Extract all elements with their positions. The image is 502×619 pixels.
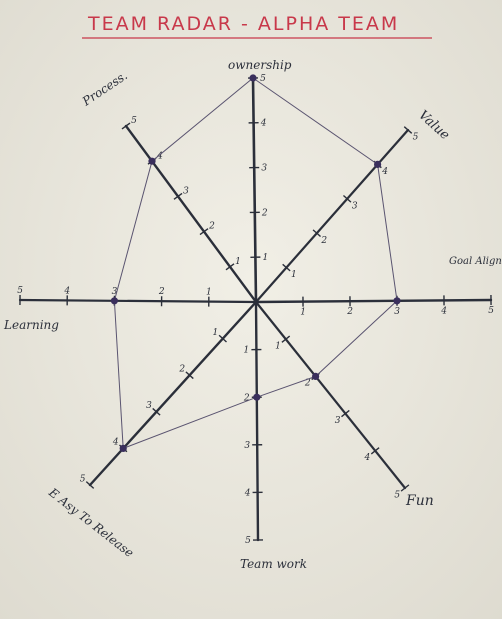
tick-label-learning-1: 1: [206, 288, 212, 298]
tick-label-fun-2: 2: [304, 379, 311, 389]
tick-label-goal-3: 3: [394, 307, 400, 317]
axis-label-learning: Learning: [3, 318, 59, 332]
score-point-teamwork: [253, 393, 261, 401]
tick-fun-5: [400, 484, 410, 492]
tick-label-release-3: 3: [146, 401, 152, 411]
tick-label-process-3: 3: [183, 186, 189, 196]
tick-label-process-5: 5: [131, 116, 137, 126]
score-point-release: [119, 444, 127, 452]
tick-label-release-1: 1: [213, 328, 219, 338]
tick-fun-3: [341, 409, 350, 418]
tick-label-process-1: 1: [235, 257, 241, 267]
tick-release-5: [85, 481, 95, 489]
tick-release-1: [218, 334, 227, 343]
tick-process-1: [225, 263, 235, 271]
tick-process-2: [199, 228, 209, 236]
tick-label-goal-4: 4: [440, 306, 447, 316]
tick-label-learning-2: 2: [158, 287, 165, 297]
tick-value-3: [342, 194, 352, 203]
tick-label-ownership-5: 5: [260, 74, 266, 84]
tick-label-goal-5: 5: [488, 306, 494, 316]
score-point-process: [148, 157, 156, 165]
score-point-learning: [110, 297, 118, 305]
tick-label-learning-3: 3: [112, 287, 118, 297]
axis-line-release: [88, 300, 258, 487]
axis-label-fun: Fun: [405, 493, 434, 509]
tick-label-teamwork-3: 3: [244, 441, 250, 451]
tick-label-goal-1: 1: [300, 308, 306, 318]
tick-fun-1: [281, 335, 291, 343]
tick-label-value-5: 5: [413, 133, 419, 143]
tick-value-2: [312, 229, 322, 238]
tick-label-learning-5: 5: [17, 286, 23, 296]
tick-label-ownership-1: 1: [263, 253, 269, 263]
axis-line-teamwork: [254, 300, 260, 542]
tick-label-release-5: 5: [80, 474, 86, 484]
score-point-value: [374, 160, 382, 168]
tick-label-ownership-3: 3: [261, 163, 267, 173]
tick-label-release-2: 2: [178, 364, 185, 374]
tick-label-fun-5: 5: [394, 490, 400, 500]
tick-label-release-4: 4: [112, 438, 119, 448]
tick-label-fun-1: 1: [275, 341, 281, 351]
score-point-goal: [393, 297, 401, 305]
tick-label-value-2: 2: [320, 236, 327, 246]
tick-value-5: [403, 126, 413, 134]
tick-process-3: [173, 192, 183, 200]
tick-label-learning-4: 4: [63, 286, 70, 296]
tick-label-goal-2: 2: [346, 307, 353, 317]
tick-label-value-3: 3: [352, 201, 358, 211]
tick-release-3: [152, 407, 161, 416]
axis-line-fun: [254, 300, 407, 490]
axis-label-ownership: ownership: [228, 58, 292, 72]
tick-release-2: [185, 371, 194, 380]
points-layer: [110, 74, 401, 452]
axis-line-ownership: [251, 76, 258, 304]
tick-label-ownership-2: 2: [261, 208, 268, 218]
axis-label-teamwork: Team work: [240, 557, 307, 571]
axes-layer: [18, 76, 493, 542]
score-point-ownership: [249, 74, 257, 82]
chart-title: TEAM RADAR - ALPHA TEAM: [87, 13, 399, 35]
tick-label-fun-3: 3: [335, 416, 341, 426]
tick-label-value-4: 4: [381, 167, 388, 177]
axis-line-value: [254, 128, 410, 304]
axis-line-goal: [254, 298, 493, 304]
axis-line-process: [124, 124, 258, 304]
tick-label-teamwork-1: 1: [244, 346, 250, 356]
score-point-fun: [312, 372, 320, 380]
tick-label-process-4: 4: [156, 151, 163, 161]
axis-line-learning: [18, 298, 258, 304]
tick-label-teamwork-4: 4: [244, 488, 251, 498]
tick-label-fun-4: 4: [364, 453, 371, 463]
tick-label-ownership-4: 4: [260, 119, 267, 129]
tick-fun-4: [370, 447, 380, 455]
tick-label-teamwork-2: 2: [243, 393, 250, 403]
axis-label-goal-alignment: Goal Alignment: [449, 256, 502, 267]
tick-label-process-2: 2: [208, 222, 215, 232]
tick-label-value-1: 1: [291, 270, 297, 280]
tick-value-1: [282, 263, 291, 272]
tick-process-5: [121, 122, 131, 130]
tick-label-teamwork-5: 5: [245, 536, 251, 546]
